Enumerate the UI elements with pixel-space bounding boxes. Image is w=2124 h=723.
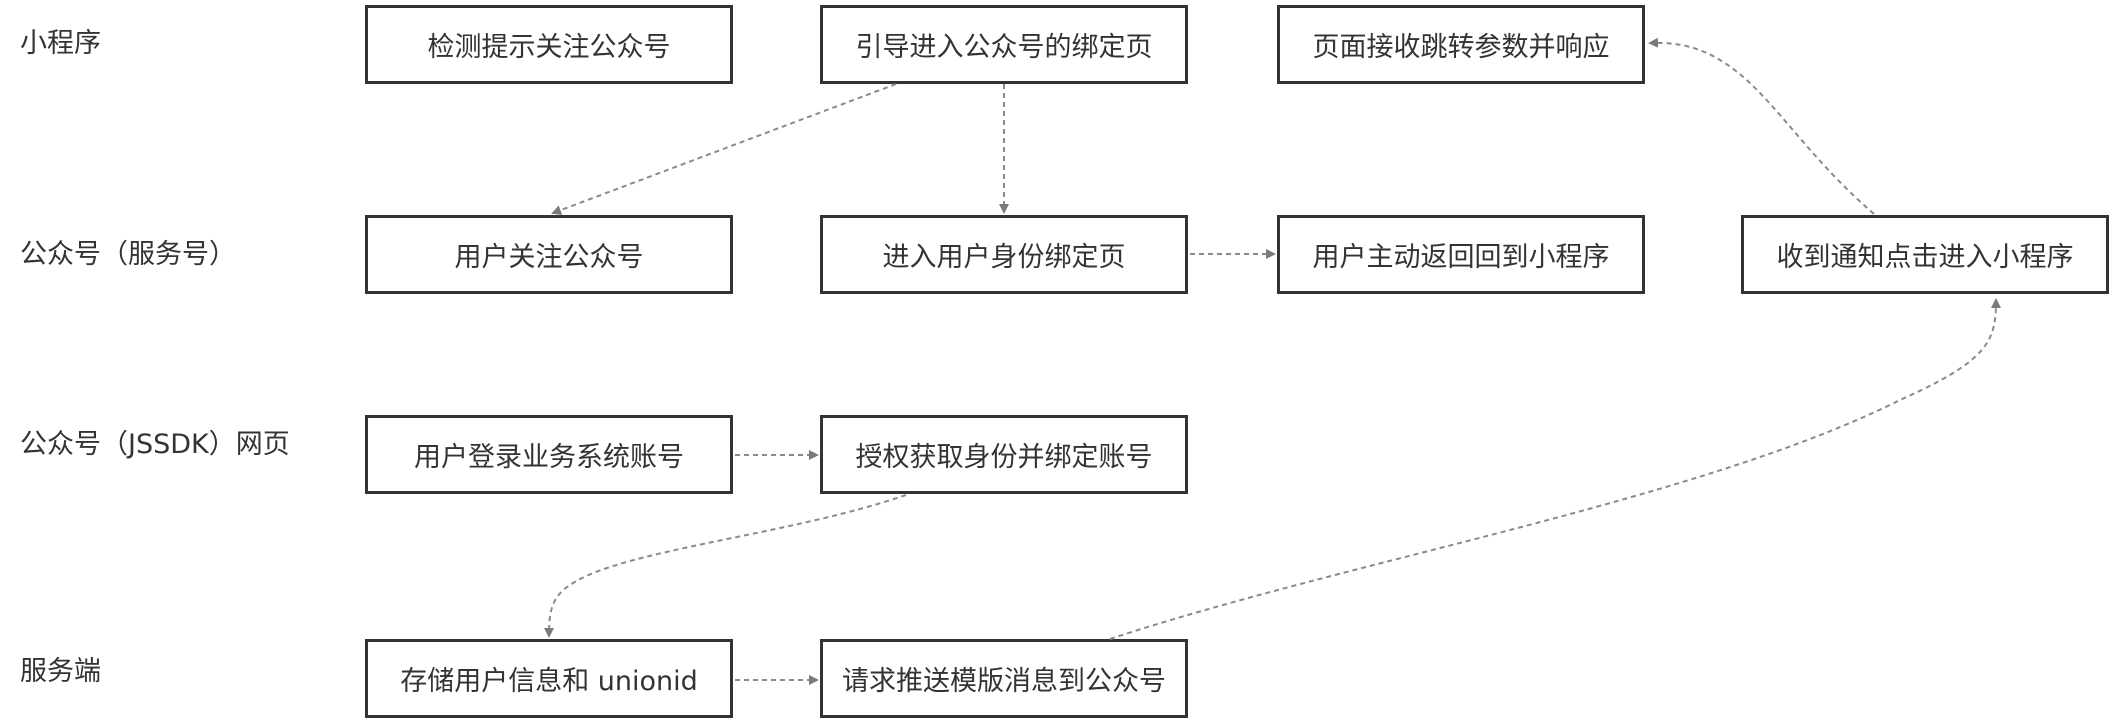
node-user-return-to-miniprogram: 用户主动返回回到小程序	[1277, 215, 1645, 294]
lane-label-miniprogram: 小程序	[20, 28, 101, 59]
node-user-login-business-account: 用户登录业务系统账号	[365, 415, 733, 494]
arrow-notification-to-page	[1648, 37, 1875, 215]
node-guide-to-bind-page: 引导进入公众号的绑定页	[820, 5, 1188, 84]
lane-label-server: 服务端	[20, 656, 101, 687]
node-notification-enter-miniprogram: 收到通知点击进入小程序	[1741, 215, 2109, 294]
lane-label-jssdk-webpage: 公众号（JSSDK）网页	[20, 429, 290, 460]
node-detect-prompt-follow: 检测提示关注公众号	[365, 5, 733, 84]
node-store-user-unionid: 存储用户信息和 unionid	[365, 639, 733, 718]
arrow-push-to-notification	[1109, 298, 2001, 640]
arrow-authorize-to-store	[544, 494, 907, 638]
node-push-template-message: 请求推送模版消息到公众号	[820, 639, 1188, 718]
lane-label-official-account: 公众号（服务号）	[20, 239, 236, 270]
node-authorize-bind-account: 授权获取身份并绑定账号	[820, 415, 1188, 494]
node-enter-identity-bind-page: 进入用户身份绑定页	[820, 215, 1188, 294]
node-user-follow-account: 用户关注公众号	[365, 215, 733, 294]
node-page-receive-params: 页面接收跳转参数并响应	[1277, 5, 1645, 84]
arrow-guide-to-follow	[551, 83, 897, 215]
